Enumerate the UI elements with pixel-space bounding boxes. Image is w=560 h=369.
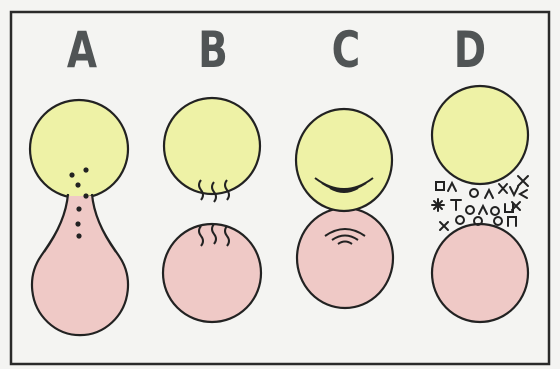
panel-a-illustration (30, 100, 128, 335)
v-symbol (510, 187, 518, 195)
panel-label-d: D (447, 22, 494, 78)
panel-c-bottom-cell (297, 208, 393, 308)
circle-symbol (470, 189, 478, 197)
panel-b-bottom-cell (163, 224, 261, 322)
asterisk-symbol (432, 199, 444, 211)
panel-c-illustration (296, 109, 393, 308)
panel-d-illustration (432, 86, 528, 322)
panel-label-a: A (59, 22, 106, 78)
square-symbol (436, 182, 444, 190)
lt-symbol (520, 190, 527, 198)
t-symbol (451, 200, 461, 210)
panel-a-molecule (76, 206, 81, 211)
cap-symbol (508, 217, 516, 226)
panel-a-molecule (69, 172, 74, 177)
panel-b-illustration (163, 98, 261, 322)
panel-d-bottom-cell (432, 224, 528, 322)
panel-b-top-cell (164, 98, 260, 194)
x-symbol (518, 176, 528, 186)
circle-symbol (494, 217, 502, 225)
panel-a-molecule (75, 182, 80, 187)
caret-symbol (485, 190, 493, 198)
panel-a-molecule (83, 193, 88, 198)
caret-symbol (479, 206, 487, 214)
panel-d-top-cell (432, 86, 528, 184)
panel-a-molecule (76, 233, 81, 238)
panel-c-top-cell (296, 109, 392, 211)
panel-a-molecule (75, 221, 80, 226)
caret-symbol (448, 183, 456, 191)
circle-symbol (466, 206, 474, 214)
panel-label-c: C (323, 22, 370, 78)
x-symbol (499, 184, 507, 193)
x-symbol (440, 222, 448, 230)
circle-symbol (491, 207, 499, 215)
panel-a-molecule (83, 167, 88, 172)
panel-label-b: B (190, 22, 237, 78)
circle-symbol (456, 216, 464, 224)
